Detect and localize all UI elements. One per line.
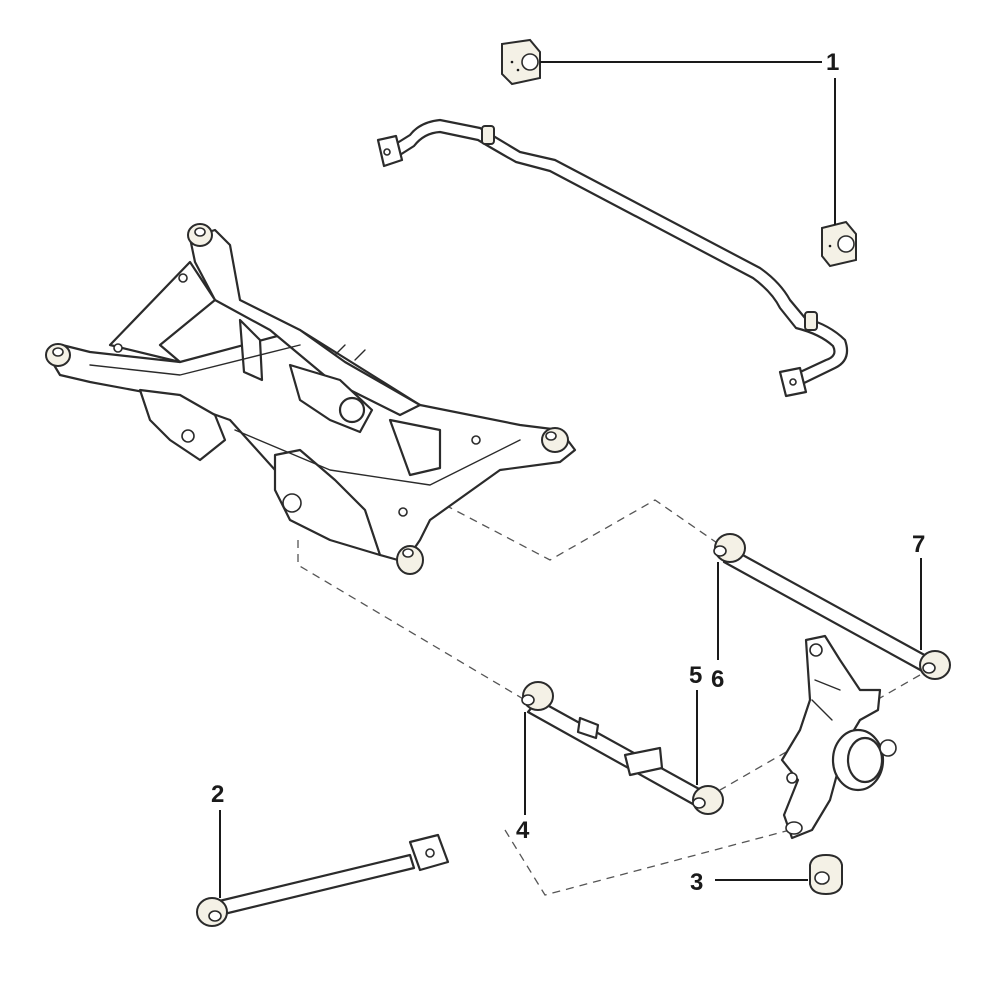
stabilizer-bushing-upper[interactable] bbox=[501, 38, 541, 86]
callout-6: 6 bbox=[711, 666, 724, 693]
callout-2: 2 bbox=[211, 781, 224, 808]
callout-labels: 1 2 3 4 5 6 7 bbox=[211, 49, 925, 896]
stabilizer-bushing-lower[interactable] bbox=[821, 220, 857, 268]
wheel-knuckle[interactable] bbox=[780, 634, 897, 840]
stabilizer-bar[interactable] bbox=[376, 118, 849, 398]
trailing-link[interactable] bbox=[196, 833, 450, 927]
lateral-link-upper[interactable] bbox=[713, 533, 951, 680]
callout-5: 5 bbox=[689, 662, 702, 689]
rear-subframe[interactable] bbox=[46, 228, 577, 564]
subframe-mount-bushings[interactable] bbox=[45, 223, 569, 575]
callout-3: 3 bbox=[690, 869, 703, 896]
callout-4: 4 bbox=[516, 817, 530, 844]
knuckle-bushing[interactable] bbox=[809, 853, 843, 896]
callout-7: 7 bbox=[912, 531, 925, 558]
leader-lines bbox=[219, 61, 922, 898]
callout-1: 1 bbox=[826, 49, 839, 76]
lower-control-arm[interactable] bbox=[521, 681, 724, 815]
